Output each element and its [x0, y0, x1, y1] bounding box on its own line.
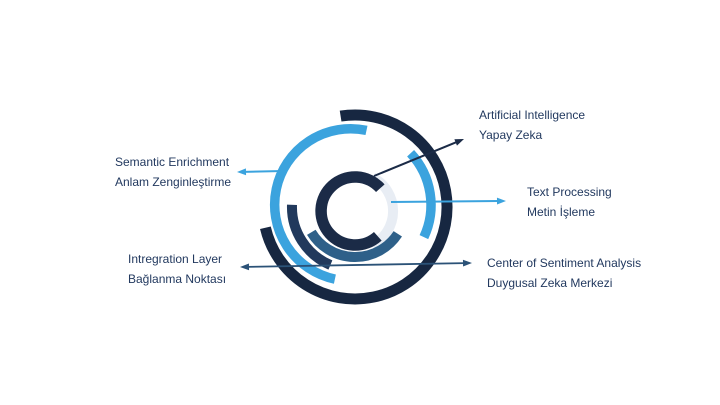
slate-bottom-arc — [307, 229, 402, 263]
label-line-tr: Anlam Zenginleştirme — [115, 175, 232, 189]
label-center-of-sentiment-analysis: Center of Sentiment Analysis Duygusal Ze… — [487, 253, 641, 293]
connector-artificial-intelligence — [373, 139, 464, 177]
label-line-tr: Duygusal Zeka Merkezi — [487, 276, 613, 290]
label-line-tr: Bağlanma Noktası — [128, 272, 227, 286]
connector-text-processing-arrowhead — [496, 197, 506, 205]
connector-artificial-intelligence-arrowhead — [454, 139, 464, 146]
label-line-en: Intregration Layer — [128, 252, 223, 266]
outer-dark-arc — [260, 109, 453, 305]
label-text-processing: Text Processing Metin İşleme — [527, 182, 612, 222]
connector-semantic-enrichment — [237, 168, 284, 176]
label-artificial-intelligence: Artificial Intelligence Yapay Zeka — [479, 105, 585, 145]
label-line-tr: Yapay Zeka — [479, 128, 543, 142]
connector-integration-sentiment — [240, 259, 472, 271]
label-semantic-enrichment: Semantic Enrichment Anlam Zenginleştirme — [115, 152, 231, 192]
connector-text-processing — [390, 197, 506, 205]
connector-semantic-enrichment-line — [243, 170, 284, 173]
inner-c-arc — [315, 171, 385, 251]
connector-semantic-enrichment-arrowhead — [237, 168, 247, 176]
connector-integration-sentiment-arrowhead — [240, 263, 250, 271]
connector-text-processing-line — [390, 200, 500, 203]
mid-navy-left-arc — [286, 204, 333, 270]
label-integration-layer: Intregration Layer Bağlanma Noktası — [128, 249, 226, 289]
label-line-en: Artificial Intelligence — [479, 108, 586, 122]
label-line-en: Semantic Enrichment — [115, 155, 230, 169]
connector-integration-sentiment-arrowhead — [462, 259, 472, 267]
connector-artificial-intelligence-line — [373, 140, 458, 177]
blue-right-arc — [407, 149, 436, 240]
label-line-tr: Metin İşleme — [527, 205, 596, 219]
label-line-en: Center of Sentiment Analysis — [487, 256, 642, 270]
blue-ring-arc — [269, 124, 368, 284]
connector-integration-sentiment-line — [246, 262, 466, 268]
label-line-en: Text Processing — [527, 185, 612, 199]
